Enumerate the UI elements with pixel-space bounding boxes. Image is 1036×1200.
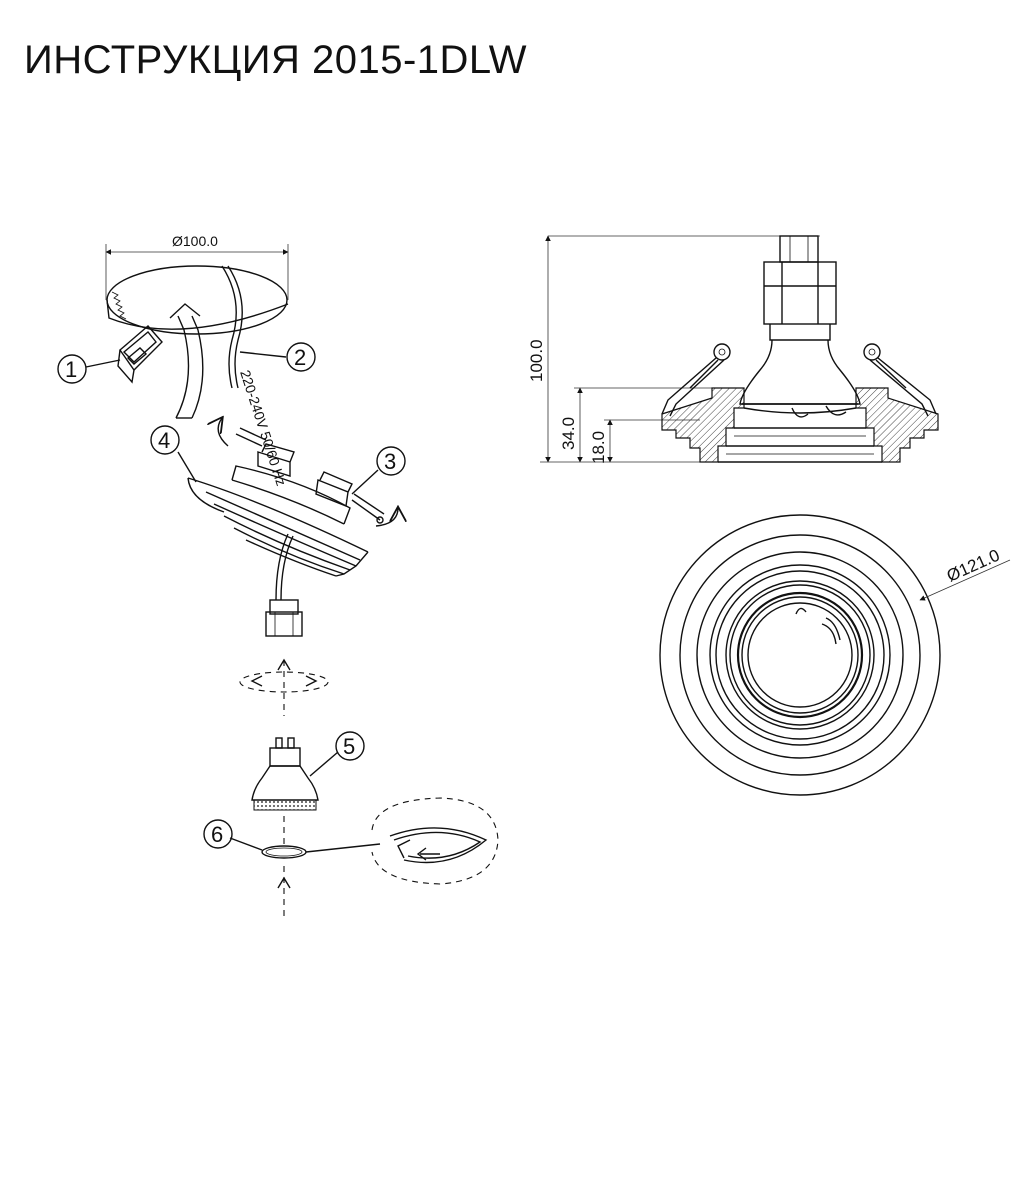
page-title: ИНСТРУКЦИЯ 2015-1DLW bbox=[24, 38, 527, 82]
section-lamp bbox=[739, 339, 861, 418]
lamp-socket bbox=[265, 599, 303, 637]
callout-6: 6 bbox=[211, 822, 223, 847]
twist-indicator bbox=[239, 658, 329, 716]
total-height-label: 100.0 bbox=[527, 339, 546, 382]
section-view: 100.0 34.0 18.0 bbox=[527, 235, 939, 464]
retaining-ring: 6 bbox=[203, 797, 499, 918]
insertion-arrow: 4 bbox=[150, 303, 204, 483]
exploded-assembly: Ø100.0 1 2 220-240V 50/60 Hz bbox=[57, 233, 499, 918]
callout-2: 2 bbox=[294, 345, 306, 370]
outer-diameter-label: Ø121.0 bbox=[944, 546, 1003, 586]
flange-height-label: 34.0 bbox=[559, 417, 578, 450]
callout-5: 5 bbox=[343, 734, 355, 759]
wiring-label: 220-240V 50/60 Hz bbox=[237, 368, 289, 488]
wire-callout: 2 220-240V 50/60 Hz bbox=[237, 342, 316, 488]
fixture-body: 3 bbox=[187, 418, 405, 601]
cutout-diameter-label: Ø100.0 bbox=[172, 233, 218, 249]
body-height-label: 18.0 bbox=[589, 431, 608, 464]
gu10-lamp: 5 bbox=[251, 731, 365, 811]
callout-4: 4 bbox=[158, 428, 170, 453]
spring-clip-part: 1 bbox=[57, 325, 163, 384]
callout-1: 1 bbox=[65, 357, 77, 382]
callout-3: 3 bbox=[384, 449, 396, 474]
section-socket bbox=[763, 235, 837, 341]
section-housing bbox=[661, 387, 939, 463]
ceiling-cutout bbox=[106, 265, 289, 389]
bottom-view: Ø121.0 bbox=[659, 514, 1011, 796]
cutout-diameter-dimension: Ø100.0 bbox=[105, 233, 289, 300]
